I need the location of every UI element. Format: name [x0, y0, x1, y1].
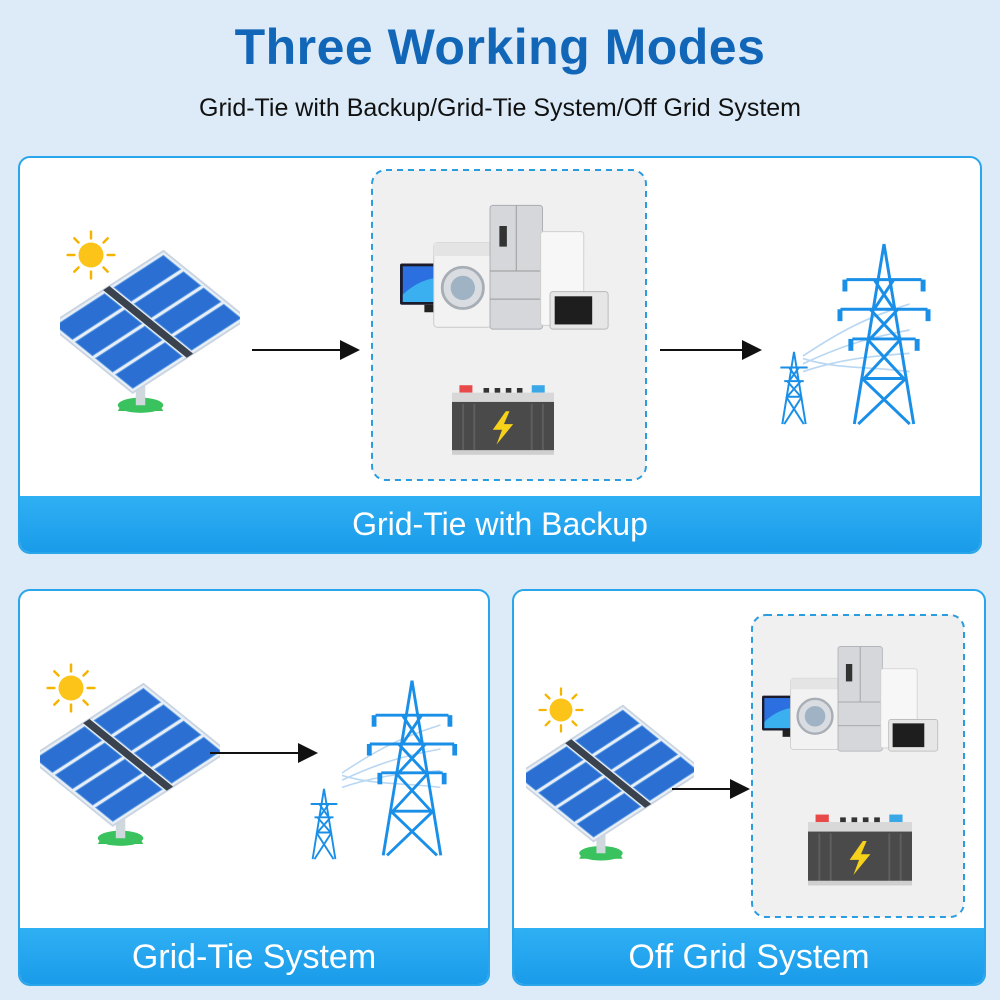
mode-panel-grid-tie: Grid-Tie System — [18, 589, 490, 986]
mode-diagram — [60, 169, 933, 481]
sun-icon — [46, 663, 96, 713]
mode-panel-grid-tie-backup: Grid-Tie with Backup — [18, 156, 982, 554]
solar-panel-icon — [526, 704, 694, 862]
page-subtitle: Grid-Tie with Backup/Grid-Tie System/Off… — [199, 94, 801, 122]
battery-icon — [808, 813, 912, 887]
battery-icon — [452, 384, 554, 456]
mode-label: Off Grid System — [514, 928, 984, 984]
page-title: Three Working Modes — [234, 19, 766, 75]
small-tower-icon — [309, 787, 339, 861]
sun-icon — [66, 230, 116, 280]
power-tower-icon — [835, 242, 933, 426]
solar-panel-icon — [60, 249, 240, 414]
sun-icon — [538, 687, 584, 733]
power-tower-icon — [365, 679, 459, 857]
solar-panel-icon — [40, 682, 220, 847]
mode-diagram — [40, 663, 459, 861]
mode-label: Grid-Tie with Backup — [20, 496, 980, 552]
mode-label: Grid-Tie System — [20, 928, 488, 984]
mode-panel-off-grid: Off Grid System — [512, 589, 986, 986]
mode-diagram — [526, 614, 965, 918]
